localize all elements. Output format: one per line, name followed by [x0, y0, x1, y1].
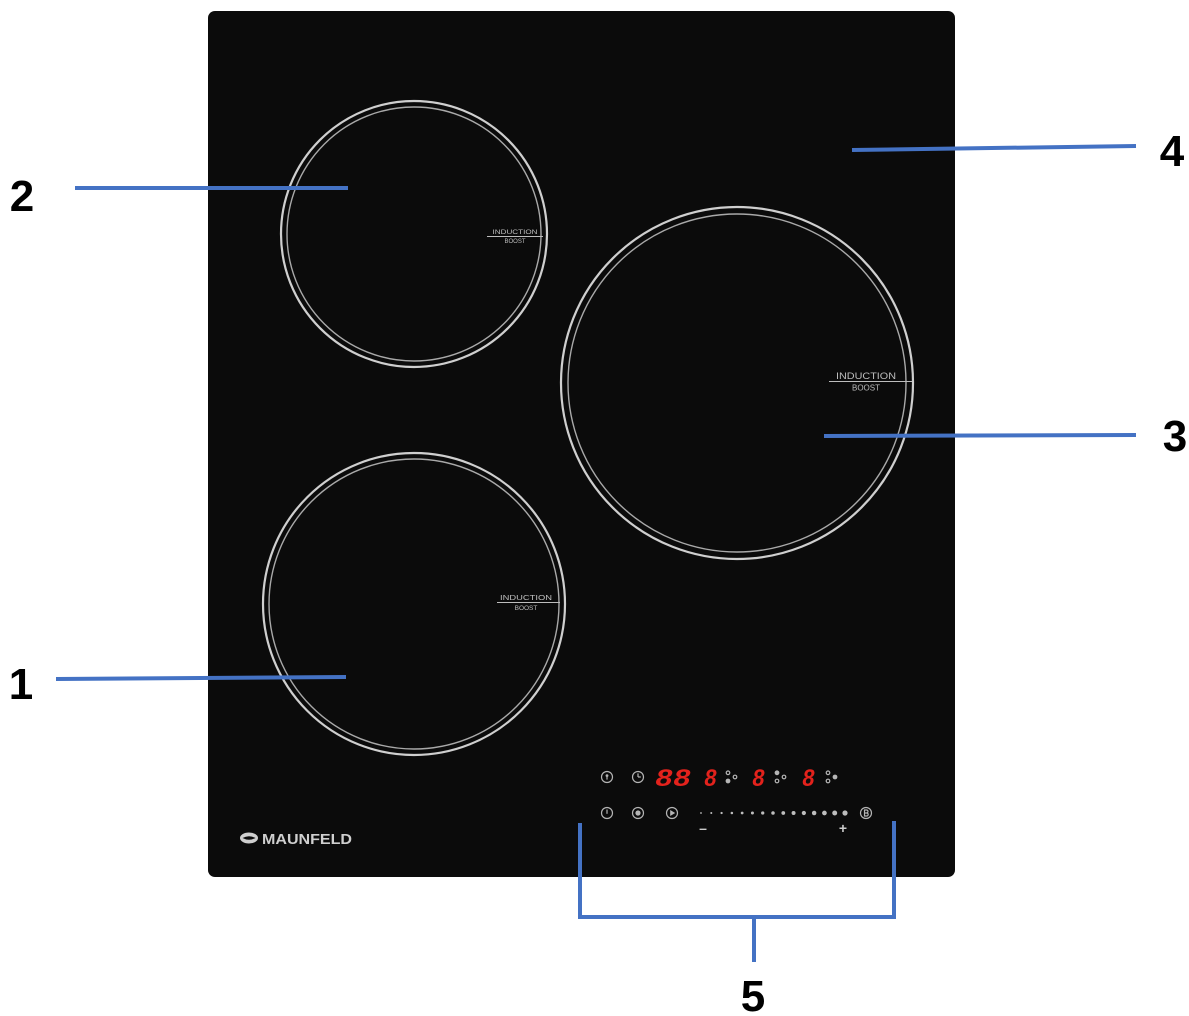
power-slider [700, 810, 848, 816]
slider-dot [730, 811, 734, 815]
burner-outer-ring [279, 99, 549, 369]
callout-number-2: 2 [10, 172, 34, 221]
callout-number-5: 5 [741, 972, 765, 1016]
slider-dot [720, 811, 723, 815]
slider-minus: – [699, 820, 707, 836]
slider-dot [791, 811, 796, 815]
slider-dot [781, 811, 786, 815]
burner-label-top: INDUCTION [836, 371, 896, 381]
slider-dot [761, 811, 765, 815]
slider-dot [801, 810, 806, 816]
slider-dot [811, 810, 817, 816]
brand-logo: MAUNFELD [240, 831, 352, 848]
callout-number-4: 4 [1160, 127, 1185, 176]
burner-right: INDUCTION BOOST [559, 205, 915, 561]
burner-label-bottom: BOOST [515, 605, 538, 612]
callout-line-4 [851, 144, 1137, 152]
callout-line-1 [55, 675, 347, 681]
callout-line-3 [823, 433, 1137, 438]
zone-indicator-right-icon [825, 770, 838, 784]
slider-dot [710, 811, 713, 815]
brand-name: MAUNFELD [262, 831, 352, 848]
burner-top-left: INDUCTION BOOST [279, 99, 549, 369]
timer-icon [631, 770, 645, 784]
burner-label-bottom: BOOST [852, 384, 880, 393]
lock-icon [600, 770, 614, 784]
maunfeld-logo-icon [240, 832, 258, 844]
zone-indicator-bottom-left-icon [725, 770, 738, 784]
pause-icon [665, 806, 679, 820]
slider-dot [832, 810, 838, 816]
power-icon [600, 806, 614, 820]
slider-dot [822, 810, 827, 816]
slider-plus: + [839, 820, 847, 836]
burner-outer-ring [559, 205, 915, 561]
slider-dot [771, 811, 775, 815]
zone-display-c: 8 [802, 765, 815, 794]
slider-dot [700, 812, 702, 814]
zone-display-b: 8 [752, 765, 765, 794]
control-panel: 88 8 8 8 [600, 765, 873, 836]
burner-label-top: INDUCTION [500, 593, 552, 602]
burner-bottom-left: INDUCTION BOOST [261, 451, 567, 757]
burner-inner-ring [286, 106, 542, 362]
burner-inner-ring [268, 458, 560, 750]
zone-indicator-top-left-icon [774, 770, 787, 784]
boost-icon [859, 806, 873, 820]
callout-bracket-5 [578, 821, 896, 919]
burner-label-top: INDUCTION [493, 229, 538, 236]
slider-dot [750, 811, 754, 815]
callout-number-3: 3 [1163, 412, 1187, 461]
timer-display: 88 [655, 765, 691, 794]
zone-display-a: 8 [704, 765, 717, 794]
cooktop-glass-surface [208, 11, 955, 877]
keep-warm-icon [631, 806, 645, 820]
slider-dot [842, 810, 848, 816]
burner-label-bottom: BOOST [504, 239, 525, 245]
burner-outer-ring [261, 451, 567, 757]
burner-inner-ring [567, 213, 907, 553]
slider-dot [740, 811, 744, 815]
callout-number-1: 1 [9, 660, 33, 709]
